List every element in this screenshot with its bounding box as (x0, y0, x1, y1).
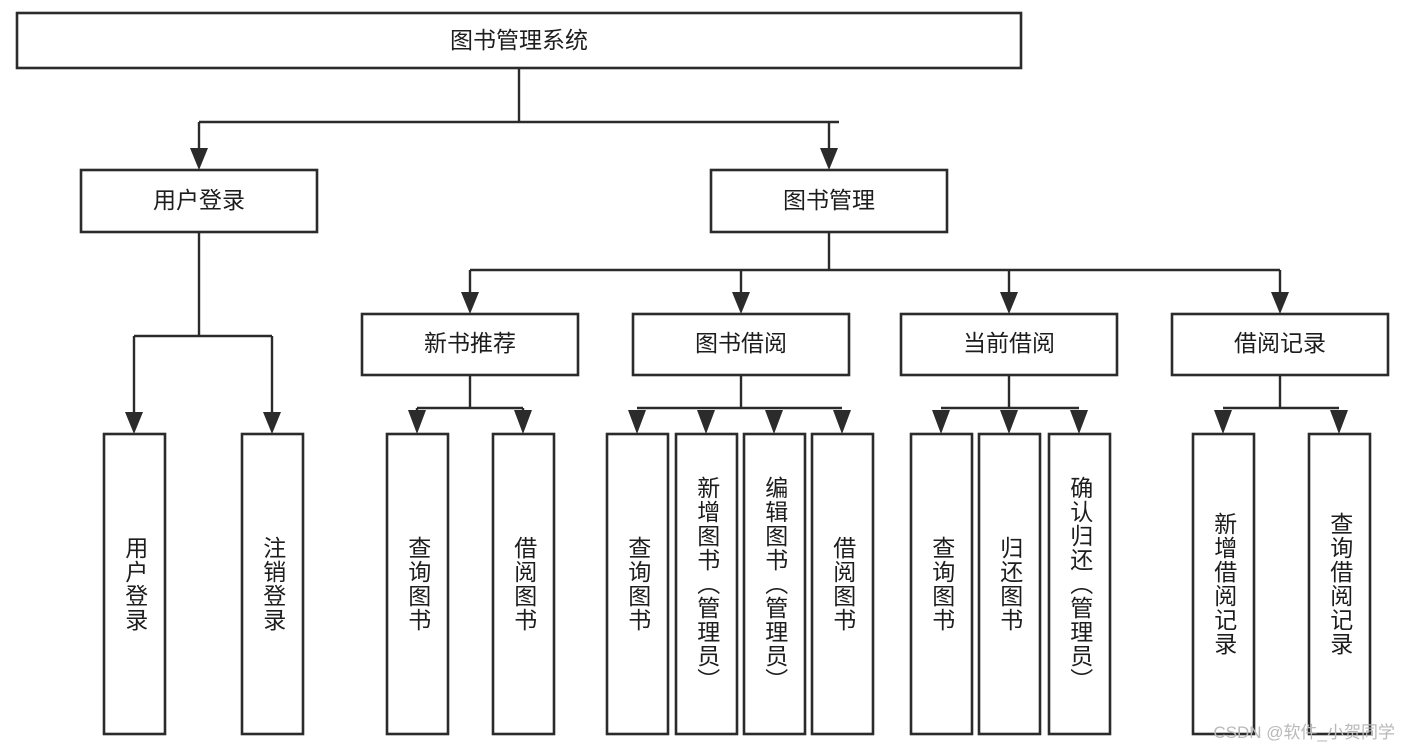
node-box-leaf-user-login[interactable] (102, 432, 167, 736)
node-box-leaf-borrow-book-1[interactable] (491, 432, 556, 736)
node-box-leaf-query-borrow-record[interactable] (1307, 432, 1372, 736)
arrow-head-leaf-query-book-2 (628, 410, 646, 434)
node-box-leaf-borrow-book-2[interactable] (810, 432, 875, 736)
node-box-borrow-record[interactable] (1170, 312, 1390, 377)
node-box-new-book-recommend[interactable] (360, 312, 580, 377)
node-label-book-management: 图书管理 (783, 187, 875, 213)
csdn-watermark: CSDN @软件_小贺同学 (1213, 723, 1395, 742)
node-box-root[interactable] (15, 11, 1023, 70)
arrow-head-leaf-borrow-book-1 (514, 410, 532, 434)
node-box-leaf-query-book-3[interactable] (909, 432, 974, 736)
node-box-leaf-query-book-1[interactable] (385, 432, 450, 736)
node-box-leaf-confirm-return-admin[interactable] (1047, 432, 1112, 736)
connector-group-current-borrow (932, 375, 1088, 434)
arrow-head-user-login (190, 148, 208, 170)
arrow-head-leaf-query-book-3 (932, 410, 950, 434)
arrow-head-borrow-record (1271, 292, 1289, 314)
arrow-head-new-book-recommend (461, 292, 479, 314)
node-label-user-login: 用户登录 (153, 187, 245, 213)
arrow-head-leaf-edit-book-admin (765, 410, 783, 434)
node-label-new-book-recommend: 新书推荐 (424, 330, 516, 356)
node-box-leaf-logout-login[interactable] (240, 432, 305, 736)
node-label-borrow-record: 借阅记录 (1234, 330, 1326, 356)
node-box-leaf-edit-book-admin[interactable] (742, 432, 807, 736)
arrow-head-book-borrow (732, 292, 750, 314)
arrow-head-book-management (820, 148, 838, 170)
node-label-book-borrow: 图书借阅 (695, 330, 787, 356)
arrow-head-leaf-borrow-book-2 (833, 410, 851, 434)
arrow-head-leaf-user-login (125, 412, 143, 434)
arrow-head-leaf-confirm-return-admin (1070, 410, 1088, 434)
arrow-head-leaf-add-borrow-record (1214, 410, 1232, 434)
node-box-user-login[interactable] (79, 168, 319, 234)
connector-group-book-management (461, 232, 1289, 314)
connector-group-user-login (125, 232, 281, 434)
arrow-head-leaf-logout-login (263, 412, 281, 434)
connector-group-book-borrow (628, 375, 851, 434)
node-box-leaf-add-book-admin[interactable] (674, 432, 739, 736)
node-label-current-borrow: 当前借阅 (963, 330, 1055, 356)
node-box-leaf-return-book[interactable] (977, 432, 1042, 736)
arrow-head-leaf-add-book-admin (697, 410, 715, 434)
node-box-leaf-add-borrow-record[interactable] (1191, 432, 1256, 736)
arrow-head-leaf-return-book (1000, 410, 1018, 434)
node-box-book-borrow[interactable] (631, 312, 851, 377)
arrow-head-current-borrow (1000, 292, 1018, 314)
arrow-head-leaf-query-borrow-record (1330, 410, 1348, 434)
connector-group-root (190, 68, 839, 170)
node-label-root: 图书管理系统 (450, 27, 588, 53)
connector-group-borrow-record (1214, 375, 1348, 434)
connector-group-new-book-recommend (408, 375, 532, 434)
node-box-leaf-query-book-2[interactable] (605, 432, 670, 736)
arrow-head-leaf-query-book-1 (408, 410, 426, 434)
node-box-book-management[interactable] (709, 168, 949, 234)
node-box-current-borrow[interactable] (899, 312, 1119, 377)
